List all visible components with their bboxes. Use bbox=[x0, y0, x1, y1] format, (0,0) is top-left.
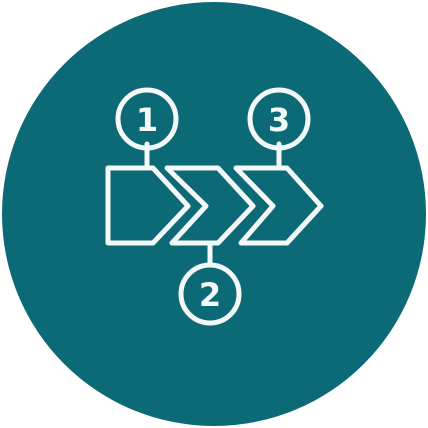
step-number-1: 1 bbox=[136, 101, 158, 139]
step-number-3: 3 bbox=[268, 101, 290, 139]
step-badge-1 bbox=[115, 87, 179, 151]
step-badge-2 bbox=[178, 262, 242, 326]
step-arrow-2 bbox=[164, 165, 256, 246]
step-number-2: 2 bbox=[199, 276, 221, 314]
step-badge-3 bbox=[247, 87, 311, 151]
step-arrow-3 bbox=[233, 165, 324, 246]
